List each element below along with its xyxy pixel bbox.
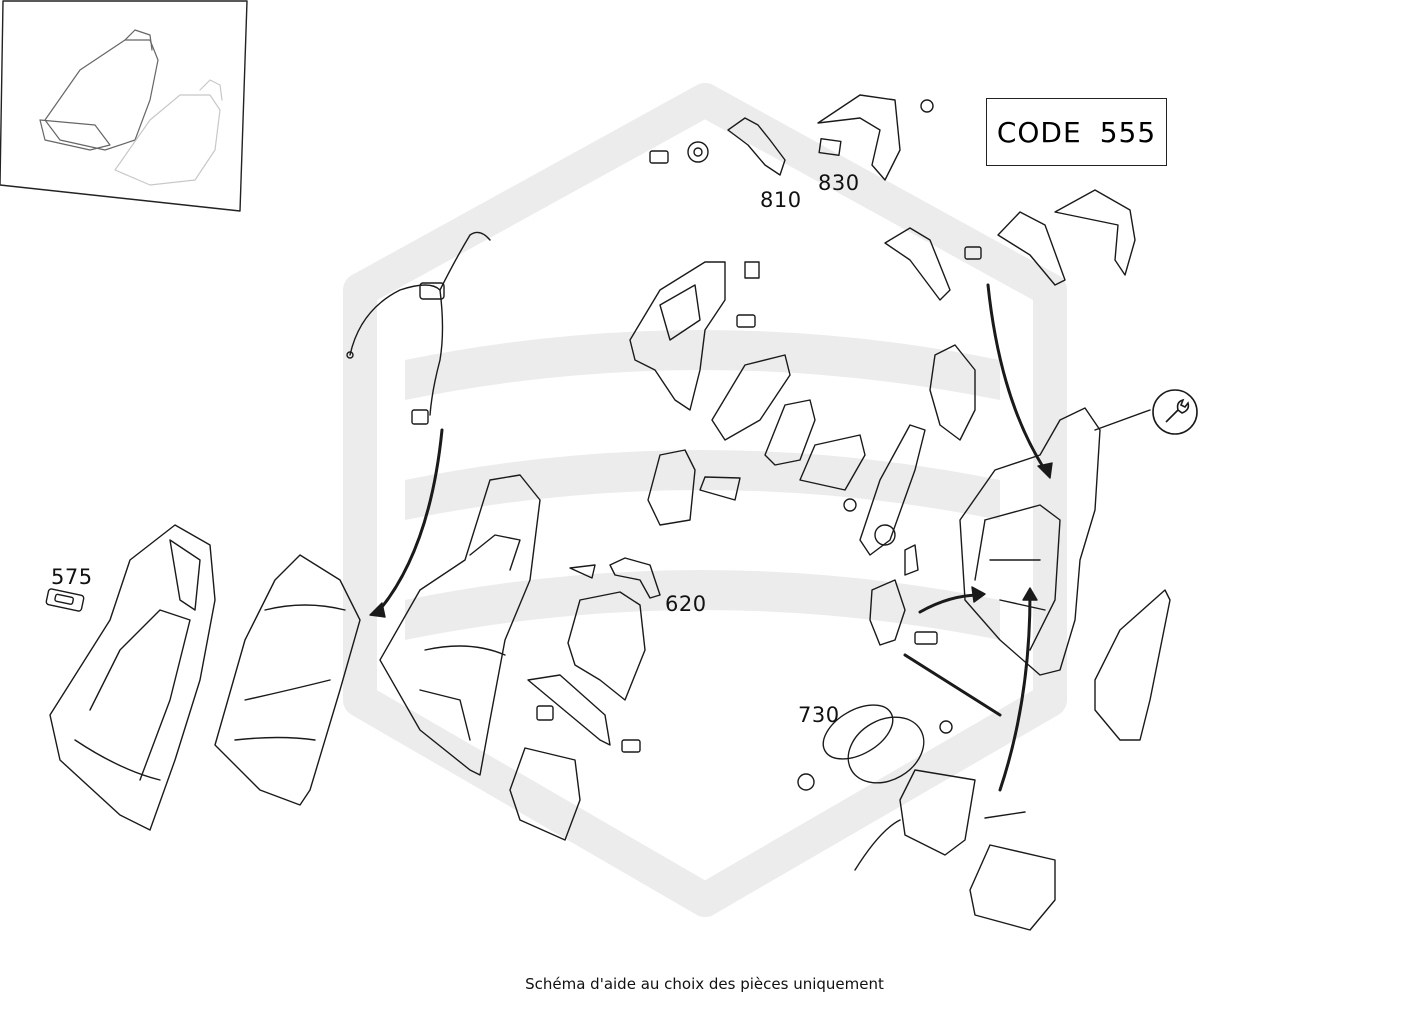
bracket-810 — [727, 117, 786, 176]
arrow-motor — [918, 593, 982, 614]
lower-brackets — [509, 674, 641, 841]
headrest-brackets — [884, 189, 1136, 301]
seat-back-shell — [379, 474, 541, 776]
seat-frame — [959, 407, 1101, 676]
wiring-harness — [346, 231, 491, 425]
arrow-frame-top — [986, 283, 1047, 472]
wrench-icon — [1150, 388, 1200, 436]
airbag-module — [647, 354, 866, 526]
side-panel-upper — [629, 261, 760, 411]
seat-back-cover — [49, 524, 216, 831]
trim-switch-575 — [45, 588, 85, 612]
label-830: 830 — [818, 171, 860, 195]
label-575: 575 — [51, 565, 93, 589]
arrow-lower — [998, 593, 1032, 792]
arrow-harness — [376, 428, 444, 614]
part-620 — [567, 557, 661, 701]
option-code-box: CODE 555 — [986, 98, 1167, 166]
seat-inset-illustration — [0, 0, 248, 212]
label-810: 810 — [760, 188, 802, 212]
bolt-group-top — [649, 141, 709, 164]
seat-back-padding — [214, 554, 361, 806]
wrench-leader — [1094, 409, 1151, 431]
label-730: 730 — [798, 703, 840, 727]
part-730 — [797, 704, 1056, 931]
label-620: 620 — [665, 592, 707, 616]
side-trim-right — [1094, 589, 1171, 741]
footer-caption: Schéma d'aide au choix des pièces unique… — [525, 975, 884, 993]
motor-assembly — [843, 344, 1002, 717]
trim-830 — [817, 94, 934, 181]
code-number: 555 — [1099, 115, 1157, 149]
code-word: CODE — [996, 115, 1082, 149]
